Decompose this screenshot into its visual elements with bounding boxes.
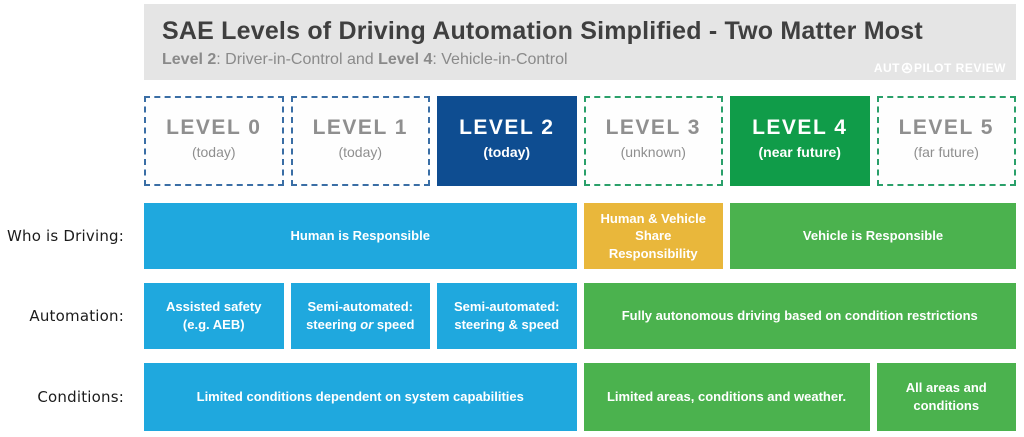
bar-assisted-safety: Assisted safety (e.g. AEB) <box>144 283 284 349</box>
level-3-name: LEVEL 3 <box>605 116 701 139</box>
assisted-safety-line1: Assisted safety <box>166 299 262 315</box>
row-label-conditions: Conditions: <box>37 388 124 406</box>
level-box-1: LEVEL 1 (today) <box>290 96 430 186</box>
semi-or-line1: Semi-automated: <box>307 299 413 315</box>
bar-shared-responsibility: Human & Vehicle Share Responsibility <box>583 203 723 269</box>
level-2-name: LEVEL 2 <box>459 116 555 139</box>
bar-semi-automated-and: Semi-automated: steering & speed <box>437 283 577 349</box>
semi-and-line1: Semi-automated: <box>454 299 560 315</box>
page-title: SAE Levels of Driving Automation Simplif… <box>162 17 923 45</box>
level-5-name: LEVEL 5 <box>898 116 994 139</box>
level-3-note: (unknown) <box>620 144 686 160</box>
bar-all-areas: All areas and conditions <box>876 363 1016 431</box>
steering-wheel-icon <box>901 62 913 74</box>
subtitle-level2: Level 2 <box>162 51 217 68</box>
bar-human-responsible: Human is Responsible <box>144 203 577 269</box>
level-box-4: LEVEL 4 (near future) <box>730 96 870 186</box>
level-5-note: (far future) <box>913 144 979 160</box>
watermark-text-post: PILOT REVIEW <box>913 61 1006 75</box>
watermark-text-pre: AUT <box>873 61 900 75</box>
bar-vehicle-responsible: Vehicle is Responsible <box>730 203 1016 269</box>
level-1-note: (today) <box>338 144 383 160</box>
level-box-2: LEVEL 2 (today) <box>437 96 577 186</box>
semi-or-italic: or <box>360 317 374 332</box>
header: SAE Levels of Driving Automation Simplif… <box>144 4 1016 80</box>
level-box-0: LEVEL 0 (today) <box>144 96 284 186</box>
semi-or-pre: steering <box>306 317 361 332</box>
semi-or-post: speed <box>373 317 415 332</box>
level-1-name: LEVEL 1 <box>312 116 408 139</box>
level-2-note: (today) <box>483 144 531 160</box>
bar-limited-conditions: Limited conditions dependent on system c… <box>144 363 577 431</box>
bar-semi-automated-or: Semi-automated: steering or speed <box>290 283 430 349</box>
level-0-name: LEVEL 0 <box>166 116 262 139</box>
semi-or-line2: steering or speed <box>306 316 414 334</box>
level-0-note: (today) <box>191 144 236 160</box>
level-4-name: LEVEL 4 <box>752 116 848 139</box>
level-4-note: (near future) <box>758 144 841 160</box>
subtitle-end: : Vehicle-in-Control <box>432 51 568 68</box>
bar-fully-autonomous: Fully autonomous driving based on condit… <box>583 283 1016 349</box>
row-label-who-is-driving: Who is Driving: <box>6 227 124 245</box>
level-box-3: LEVEL 3 (unknown) <box>583 96 723 186</box>
semi-and-line2: steering & speed <box>454 317 560 332</box>
row-label-automation: Automation: <box>29 307 124 325</box>
bar-limited-areas: Limited areas, conditions and weather. <box>583 363 870 431</box>
assisted-safety-line2: (e.g. AEB) <box>182 317 245 332</box>
level-box-5: LEVEL 5 (far future) <box>876 96 1016 186</box>
autopilot-review-logo: AUT PILOT REVIEW <box>874 61 1006 75</box>
page-subtitle: Level 2: Driver-in-Control and Level 4: … <box>162 51 1016 69</box>
subtitle-level4: Level 4 <box>378 51 433 68</box>
subtitle-mid: : Driver-in-Control and <box>216 51 379 68</box>
